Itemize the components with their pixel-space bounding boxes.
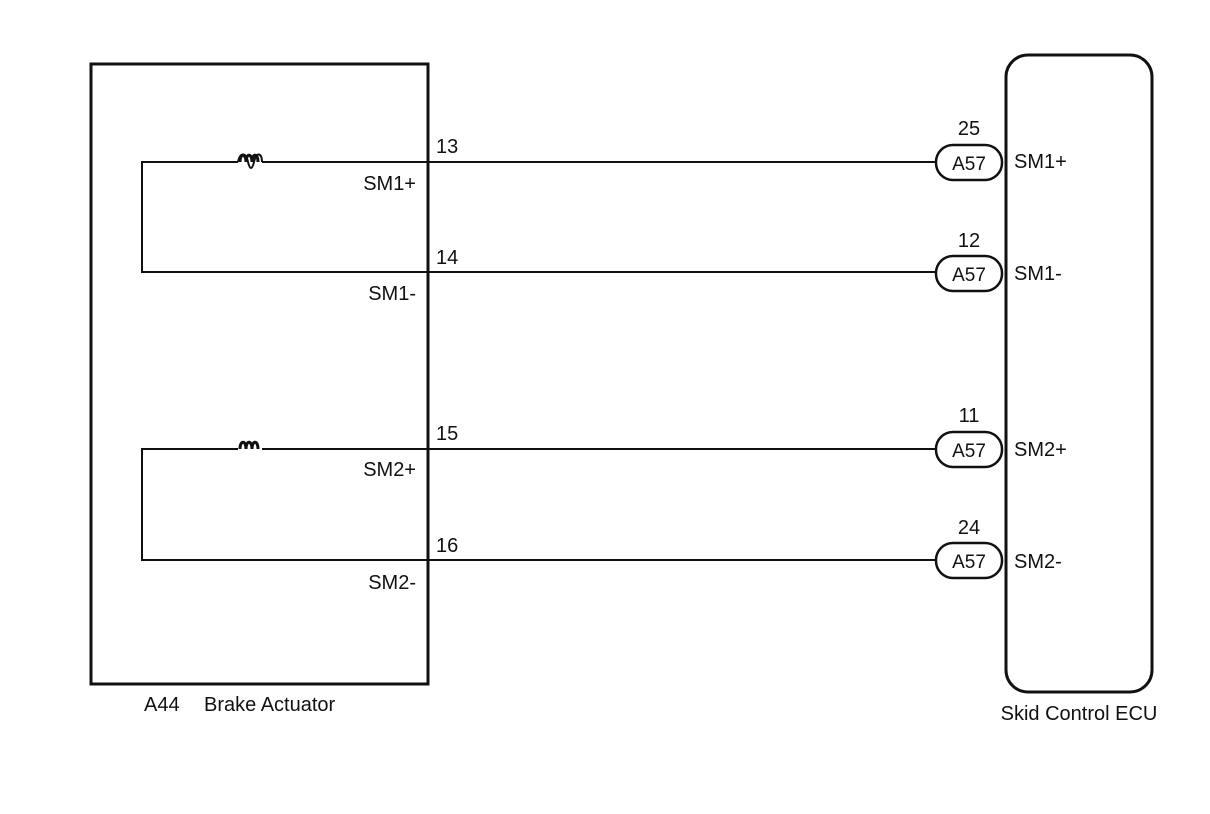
wire-sm1-plus: 13 SM1+ A57 25 SM1+	[363, 118, 1067, 195]
ecu-pin-label: SM2+	[1014, 439, 1067, 461]
wire-sm2-plus: 15 SM2+ A57 11 SM2+	[363, 405, 1067, 481]
actuator-pin-number: 13	[436, 136, 458, 158]
coil-icon	[238, 440, 260, 450]
connector-badge	[934, 430, 1004, 469]
actuator-pin-label: SM2-	[368, 572, 416, 594]
actuator-pin-number: 16	[436, 535, 458, 557]
wire-sm2-minus: 16 SM2- A57 24 SM2-	[368, 517, 1062, 594]
actuator-pin-label: SM1-	[368, 283, 416, 305]
ecu-pin-label: SM1-	[1014, 263, 1062, 285]
connector-badge	[934, 254, 1004, 293]
connector-badge	[934, 143, 1004, 182]
connector-badge	[934, 541, 1004, 580]
actuator-pin-label: SM1+	[363, 173, 416, 195]
brake-actuator-box	[89, 62, 430, 686]
ecu-name: Skid Control ECU	[1001, 703, 1158, 725]
connector-code: A57	[952, 265, 986, 286]
ecu-pin-number: 12	[958, 230, 980, 252]
connector-code: A57	[952, 154, 986, 175]
wire-sm1-minus: 14 SM1- A57 12 SM1-	[368, 230, 1062, 305]
connector-code: A57	[952, 441, 986, 462]
ecu-pin-label: SM1+	[1014, 151, 1067, 173]
actuator-code: A44	[144, 694, 180, 716]
ecu-pin-label: SM2-	[1014, 551, 1062, 573]
solenoid-coil-2	[141, 440, 428, 561]
solenoid-coil-1	[141, 153, 428, 273]
connector-code: A57	[952, 552, 986, 573]
ecu-pin-number: 24	[958, 517, 980, 539]
ecu-pin-number: 11	[959, 405, 980, 427]
actuator-pin-number: 14	[436, 247, 458, 269]
actuator-pin-number: 15	[436, 423, 458, 445]
actuator-pin-label: SM2+	[363, 459, 416, 481]
ecu-pin-number: 25	[958, 118, 980, 140]
actuator-name: Brake Actuator	[204, 694, 336, 716]
coil-icon	[238, 153, 260, 163]
skid-control-ecu-box	[1004, 53, 1154, 694]
